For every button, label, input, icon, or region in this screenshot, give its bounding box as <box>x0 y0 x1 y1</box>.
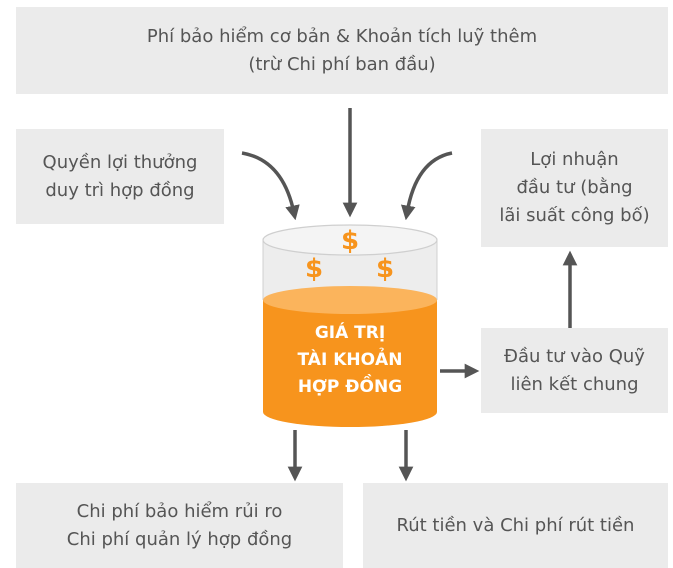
account-value-line2: TÀI KHOẢN <box>297 350 403 370</box>
premium-box: Phí bảo hiểm cơ bản & Khoản tích luỹ thê… <box>16 7 668 94</box>
dollar-icon-left: $ <box>305 254 324 284</box>
loyalty-bonus-box: Quyền lợi thưởng duy trì hợp đồng <box>16 129 224 224</box>
dollar-icon-top: $ <box>341 226 360 256</box>
dollar-icon-right: $ <box>376 254 395 284</box>
arrow-loyalty-to-cylinder <box>241 151 300 221</box>
fund-investment-line2: liên kết chung <box>510 373 639 395</box>
loyalty-bonus-line2: duy trì hợp đồng <box>45 179 195 201</box>
charges-line1: Chi phí bảo hiểm rủi ro <box>76 500 283 522</box>
fund-investment-line1: Đầu tư vào Quỹ <box>504 345 645 367</box>
investment-return-line2: đầu tư (bằng <box>516 177 633 198</box>
account-value-line3: HỢP ĐỒNG <box>297 377 403 397</box>
arrow-right-to-cylinder <box>400 151 453 221</box>
loyalty-bonus-line1: Quyền lợi thưởng <box>42 151 198 173</box>
investment-return-box: Lợi nhuận đầu tư (bằng lãi suất công bố) <box>481 129 668 247</box>
cylinder-glass <box>263 240 437 300</box>
account-value-line1: GIÁ TRỊ <box>314 323 386 343</box>
charges-box: Chi phí bảo hiểm rủi ro Chi phí quản lý … <box>16 483 343 568</box>
cylinder-liquid <box>263 300 437 427</box>
withdrawal-line1: Rút tiền và Chi phí rút tiền <box>396 514 635 536</box>
premium-box-line1: Phí bảo hiểm cơ bản & Khoản tích luỹ thê… <box>146 25 538 47</box>
investment-return-line1: Lợi nhuận <box>530 149 619 170</box>
withdrawal-box: Rút tiền và Chi phí rút tiền <box>363 483 668 568</box>
account-value-label: GIÁ TRỊ TÀI KHOẢN HỢP ĐỒNG <box>262 320 438 401</box>
charges-line2: Chi phí quản lý hợp đồng <box>66 528 293 550</box>
fund-investment-box: Đầu tư vào Quỹ liên kết chung <box>481 328 668 413</box>
premium-box-line2: (trừ Chi phí ban đầu) <box>248 53 436 75</box>
cylinder-liquid-surface <box>263 286 437 314</box>
investment-return-line3: lãi suất công bố) <box>499 205 650 226</box>
cylinder <box>262 224 438 427</box>
cylinder-rim <box>262 224 438 256</box>
